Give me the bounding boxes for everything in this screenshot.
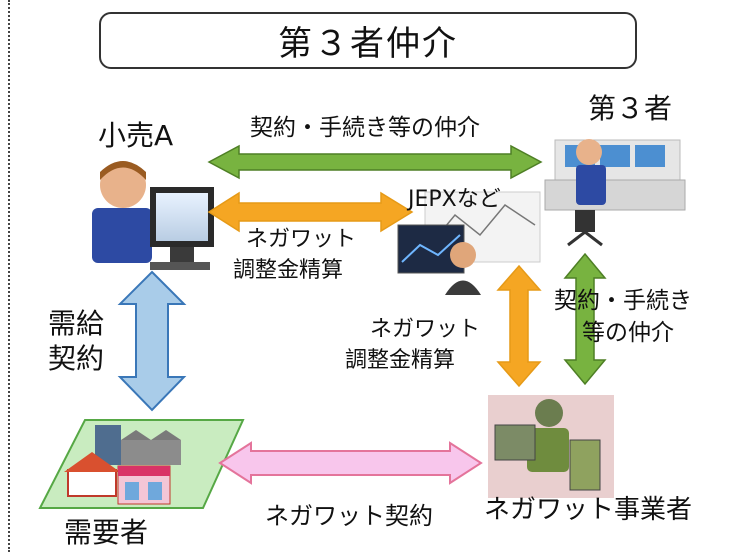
diagram-title: 第３者仲介 (99, 12, 637, 69)
flow-label-retailer-consumer-2: 契約 (48, 342, 105, 375)
flow-label-retailer-jepx-2: 調整金精算 (233, 258, 344, 283)
consumer-buildings-icon (38, 419, 245, 509)
retailer-label: 小売A (98, 119, 174, 152)
jepx-label: JEPXなど (408, 187, 501, 212)
third-party-operator-icon (544, 139, 686, 247)
flow-label-jepx-operator-1: ネガワット (370, 317, 481, 342)
flow-label-jepx-operator-2: 調整金精算 (345, 348, 456, 373)
flow-label-retailer-third: 契約・手続き等の仲介 (250, 115, 480, 141)
flow-label-consumer-operator: ネガワット契約 (265, 502, 433, 530)
arrow-retailer-jepx (207, 191, 414, 233)
arrow-third-operator (563, 252, 607, 386)
flow-label-retailer-jepx-1: ネガワット (246, 227, 357, 252)
arrow-retailer-third (207, 144, 543, 180)
flow-label-third-operator-1: 契約・手続き (554, 288, 692, 314)
third-party-label: 第３者 (588, 92, 673, 125)
negawatt-operator-icon (488, 395, 614, 498)
consumer-label: 需要者 (64, 516, 149, 549)
arrow-jepx-operator (496, 264, 542, 388)
arrow-retailer-consumer (117, 270, 187, 412)
retailer-person-icon (92, 161, 214, 270)
jepx-trader-icon (397, 191, 541, 295)
flow-label-retailer-consumer-1: 需給 (48, 307, 105, 340)
flow-label-third-operator-2: 等の仲介 (582, 320, 674, 346)
negawatt-operator-label: ネガワット事業者 (484, 495, 693, 525)
dashed-divider (8, 0, 10, 552)
arrow-consumer-operator (218, 441, 483, 485)
